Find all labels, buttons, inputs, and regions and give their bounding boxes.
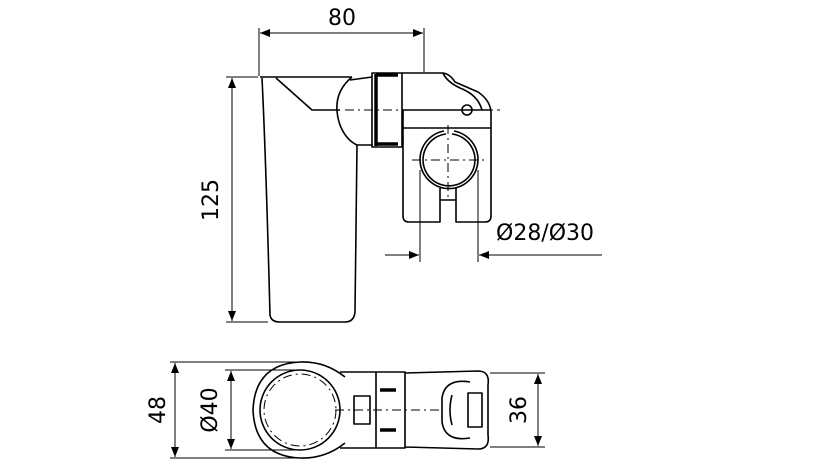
dim-label-width: 80 (328, 6, 356, 31)
front-view: 80 125 Ø28/Ø30 (199, 6, 602, 323)
cup-outline (260, 76, 358, 323)
dimension-48: 48 (146, 361, 300, 459)
cup-bevel (275, 77, 340, 111)
cup-inner (263, 373, 337, 447)
cup-top-outline (252, 361, 346, 459)
ribs (380, 388, 396, 432)
dimension-36: 36 (490, 372, 545, 448)
dimension-125: 125 (199, 76, 268, 323)
dimension-clamp-diameter: Ø28/Ø30 (385, 170, 602, 262)
clamp-lever (442, 72, 483, 111)
dim-label-clamp: Ø28/Ø30 (496, 221, 594, 246)
dim-label-cup: Ø40 (198, 387, 223, 432)
cup-rim (259, 369, 341, 451)
clamp-ring (419, 130, 479, 200)
bottom-view: 48 Ø40 36 (146, 361, 545, 459)
dim-label-overall: 48 (146, 396, 171, 424)
dimension-80: 80 (258, 6, 425, 76)
ball-joint (336, 76, 373, 146)
dimension-cup-diameter: Ø40 (198, 369, 300, 451)
dim-label-height: 125 (199, 179, 224, 221)
dim-label-clamp-width: 36 (507, 396, 532, 424)
lever-top (441, 380, 483, 440)
